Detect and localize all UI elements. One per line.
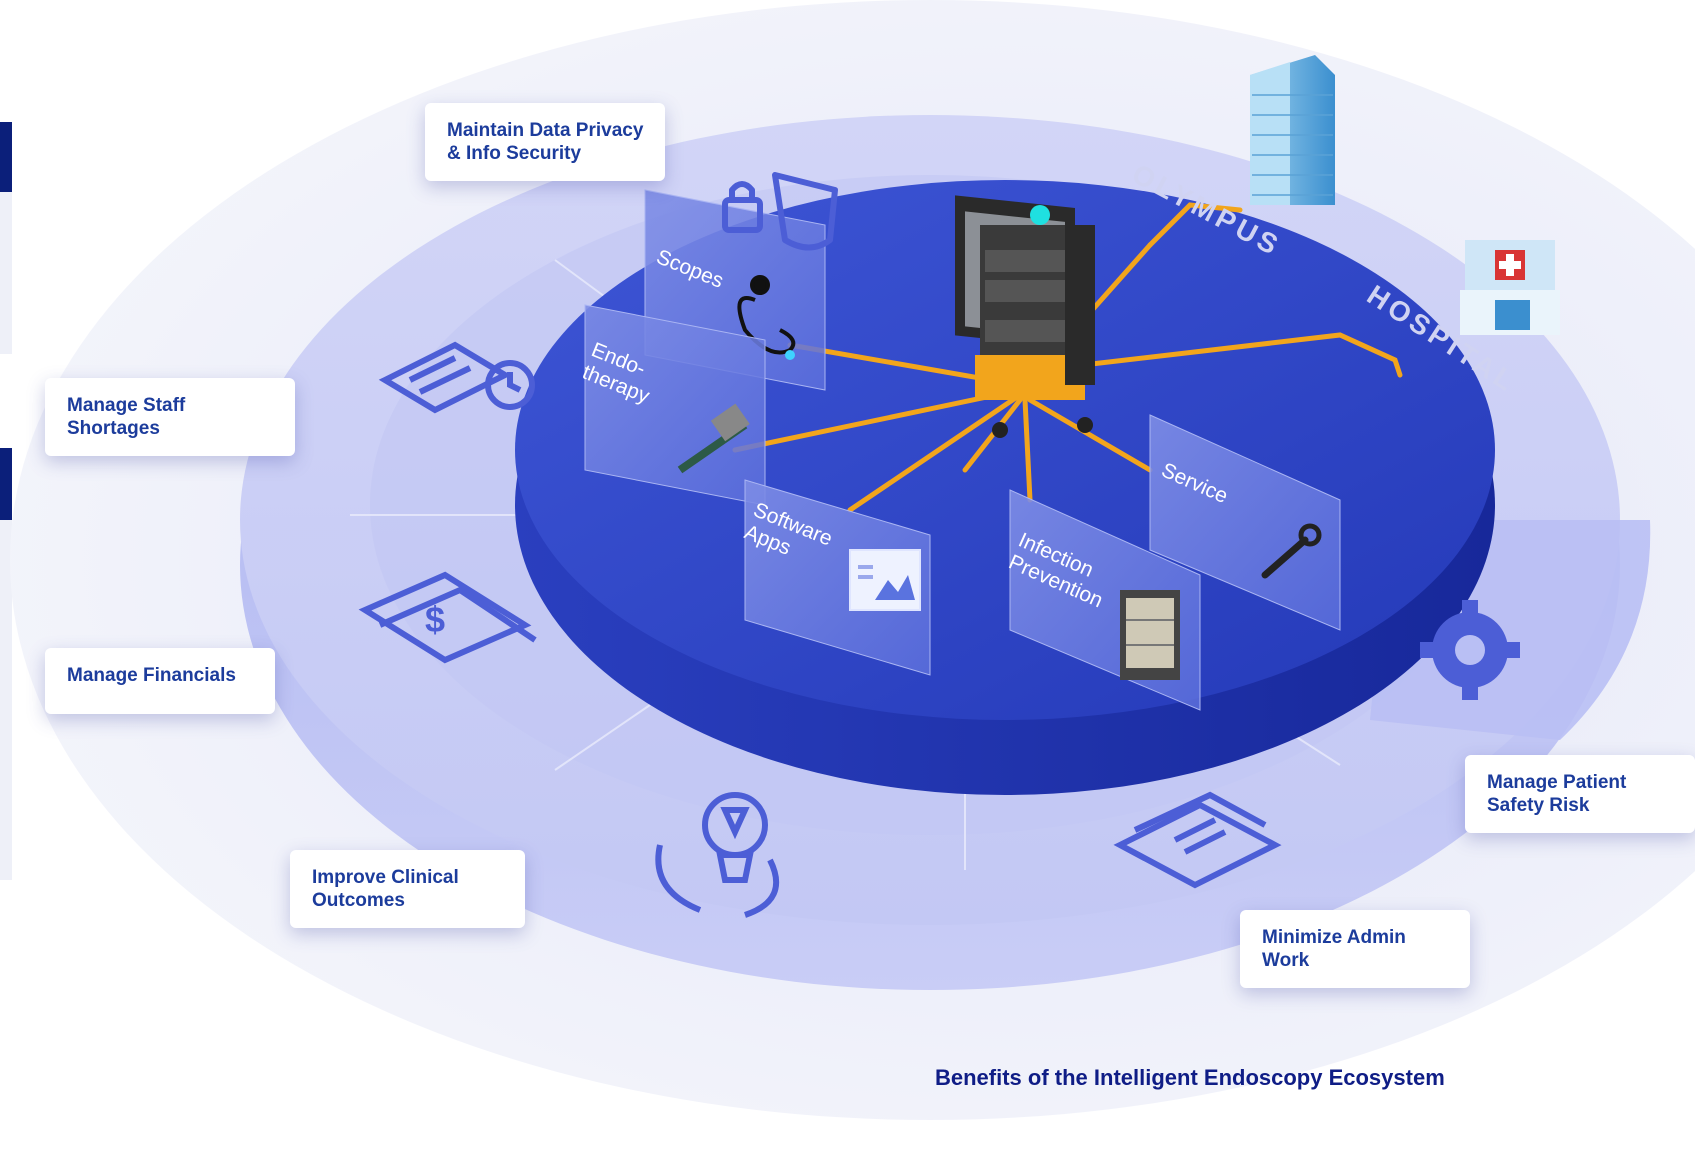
connector-line bbox=[1027, 397, 1153, 473]
connector-line bbox=[847, 392, 1023, 513]
endoscopy-tower-icon bbox=[955, 195, 1095, 438]
product-card-endotherapy bbox=[584, 304, 766, 506]
callout-line: Safety Risk bbox=[1487, 795, 1590, 816]
callout-line: Minimize Admin bbox=[1262, 927, 1406, 948]
connector-line bbox=[1037, 332, 1403, 378]
callout-line: & Info Security bbox=[447, 143, 582, 164]
left-edge-panel-top bbox=[0, 192, 12, 354]
callout-line: Outcomes bbox=[312, 890, 405, 911]
callout-line: Manage Staff bbox=[67, 395, 186, 416]
scope-icon bbox=[737, 275, 796, 360]
left-edge-tab-top bbox=[0, 122, 12, 192]
documents-icon bbox=[1113, 791, 1282, 889]
lock-shield-icon bbox=[722, 172, 838, 251]
connector-line bbox=[962, 397, 1023, 473]
benefit-callout-admin-work: Minimize Admin Work bbox=[1240, 910, 1470, 988]
callout-line: Shortages bbox=[67, 418, 160, 439]
monitor-icon bbox=[849, 549, 921, 611]
benefit-callout-patient-safety: Manage Patient Safety Risk bbox=[1465, 755, 1695, 833]
divider-line bbox=[554, 704, 651, 771]
hospital-building-icon bbox=[1460, 240, 1560, 335]
wrench-icon bbox=[1261, 523, 1322, 579]
gear-icon bbox=[1420, 600, 1520, 700]
benefit-callout-staff-shortages: Manage Staff Shortages bbox=[45, 378, 295, 456]
callout-line: Improve Clinical bbox=[312, 867, 459, 888]
endotherapy-tool-icon bbox=[677, 403, 750, 474]
benefit-callout-financials: Manage Financials bbox=[45, 648, 275, 714]
schedule-clock-icon bbox=[378, 341, 535, 414]
left-edge-tab-bottom bbox=[0, 448, 12, 520]
connector-line bbox=[732, 387, 1023, 453]
money-icon: $ bbox=[358, 571, 537, 664]
benefit-callout-data-privacy: Maintain Data Privacy & Info Security bbox=[425, 103, 665, 181]
product-card-infection-prevention bbox=[1009, 489, 1201, 711]
connector-line bbox=[1022, 397, 1033, 503]
callout-line: Maintain Data Privacy bbox=[447, 120, 644, 141]
lightbulb-cycle-icon bbox=[655, 792, 780, 918]
product-card-service bbox=[1149, 414, 1341, 631]
callout-line: Work bbox=[1262, 950, 1310, 971]
diagram-caption: Benefits of the Intelligent Endoscopy Ec… bbox=[935, 1065, 1445, 1090]
product-card-software-apps bbox=[744, 479, 931, 676]
benefit-callout-clinical-outcomes: Improve Clinical Outcomes bbox=[290, 850, 525, 928]
washer-cabinet-icon bbox=[1120, 590, 1180, 680]
connector-line bbox=[1147, 202, 1243, 248]
callout-line: Manage Patient bbox=[1487, 772, 1627, 793]
tower-building-icon bbox=[1250, 55, 1335, 205]
svg-text:$: $ bbox=[425, 599, 445, 640]
left-edge-panel-bottom bbox=[0, 520, 12, 880]
callout-line: Manage Financials bbox=[67, 665, 236, 686]
